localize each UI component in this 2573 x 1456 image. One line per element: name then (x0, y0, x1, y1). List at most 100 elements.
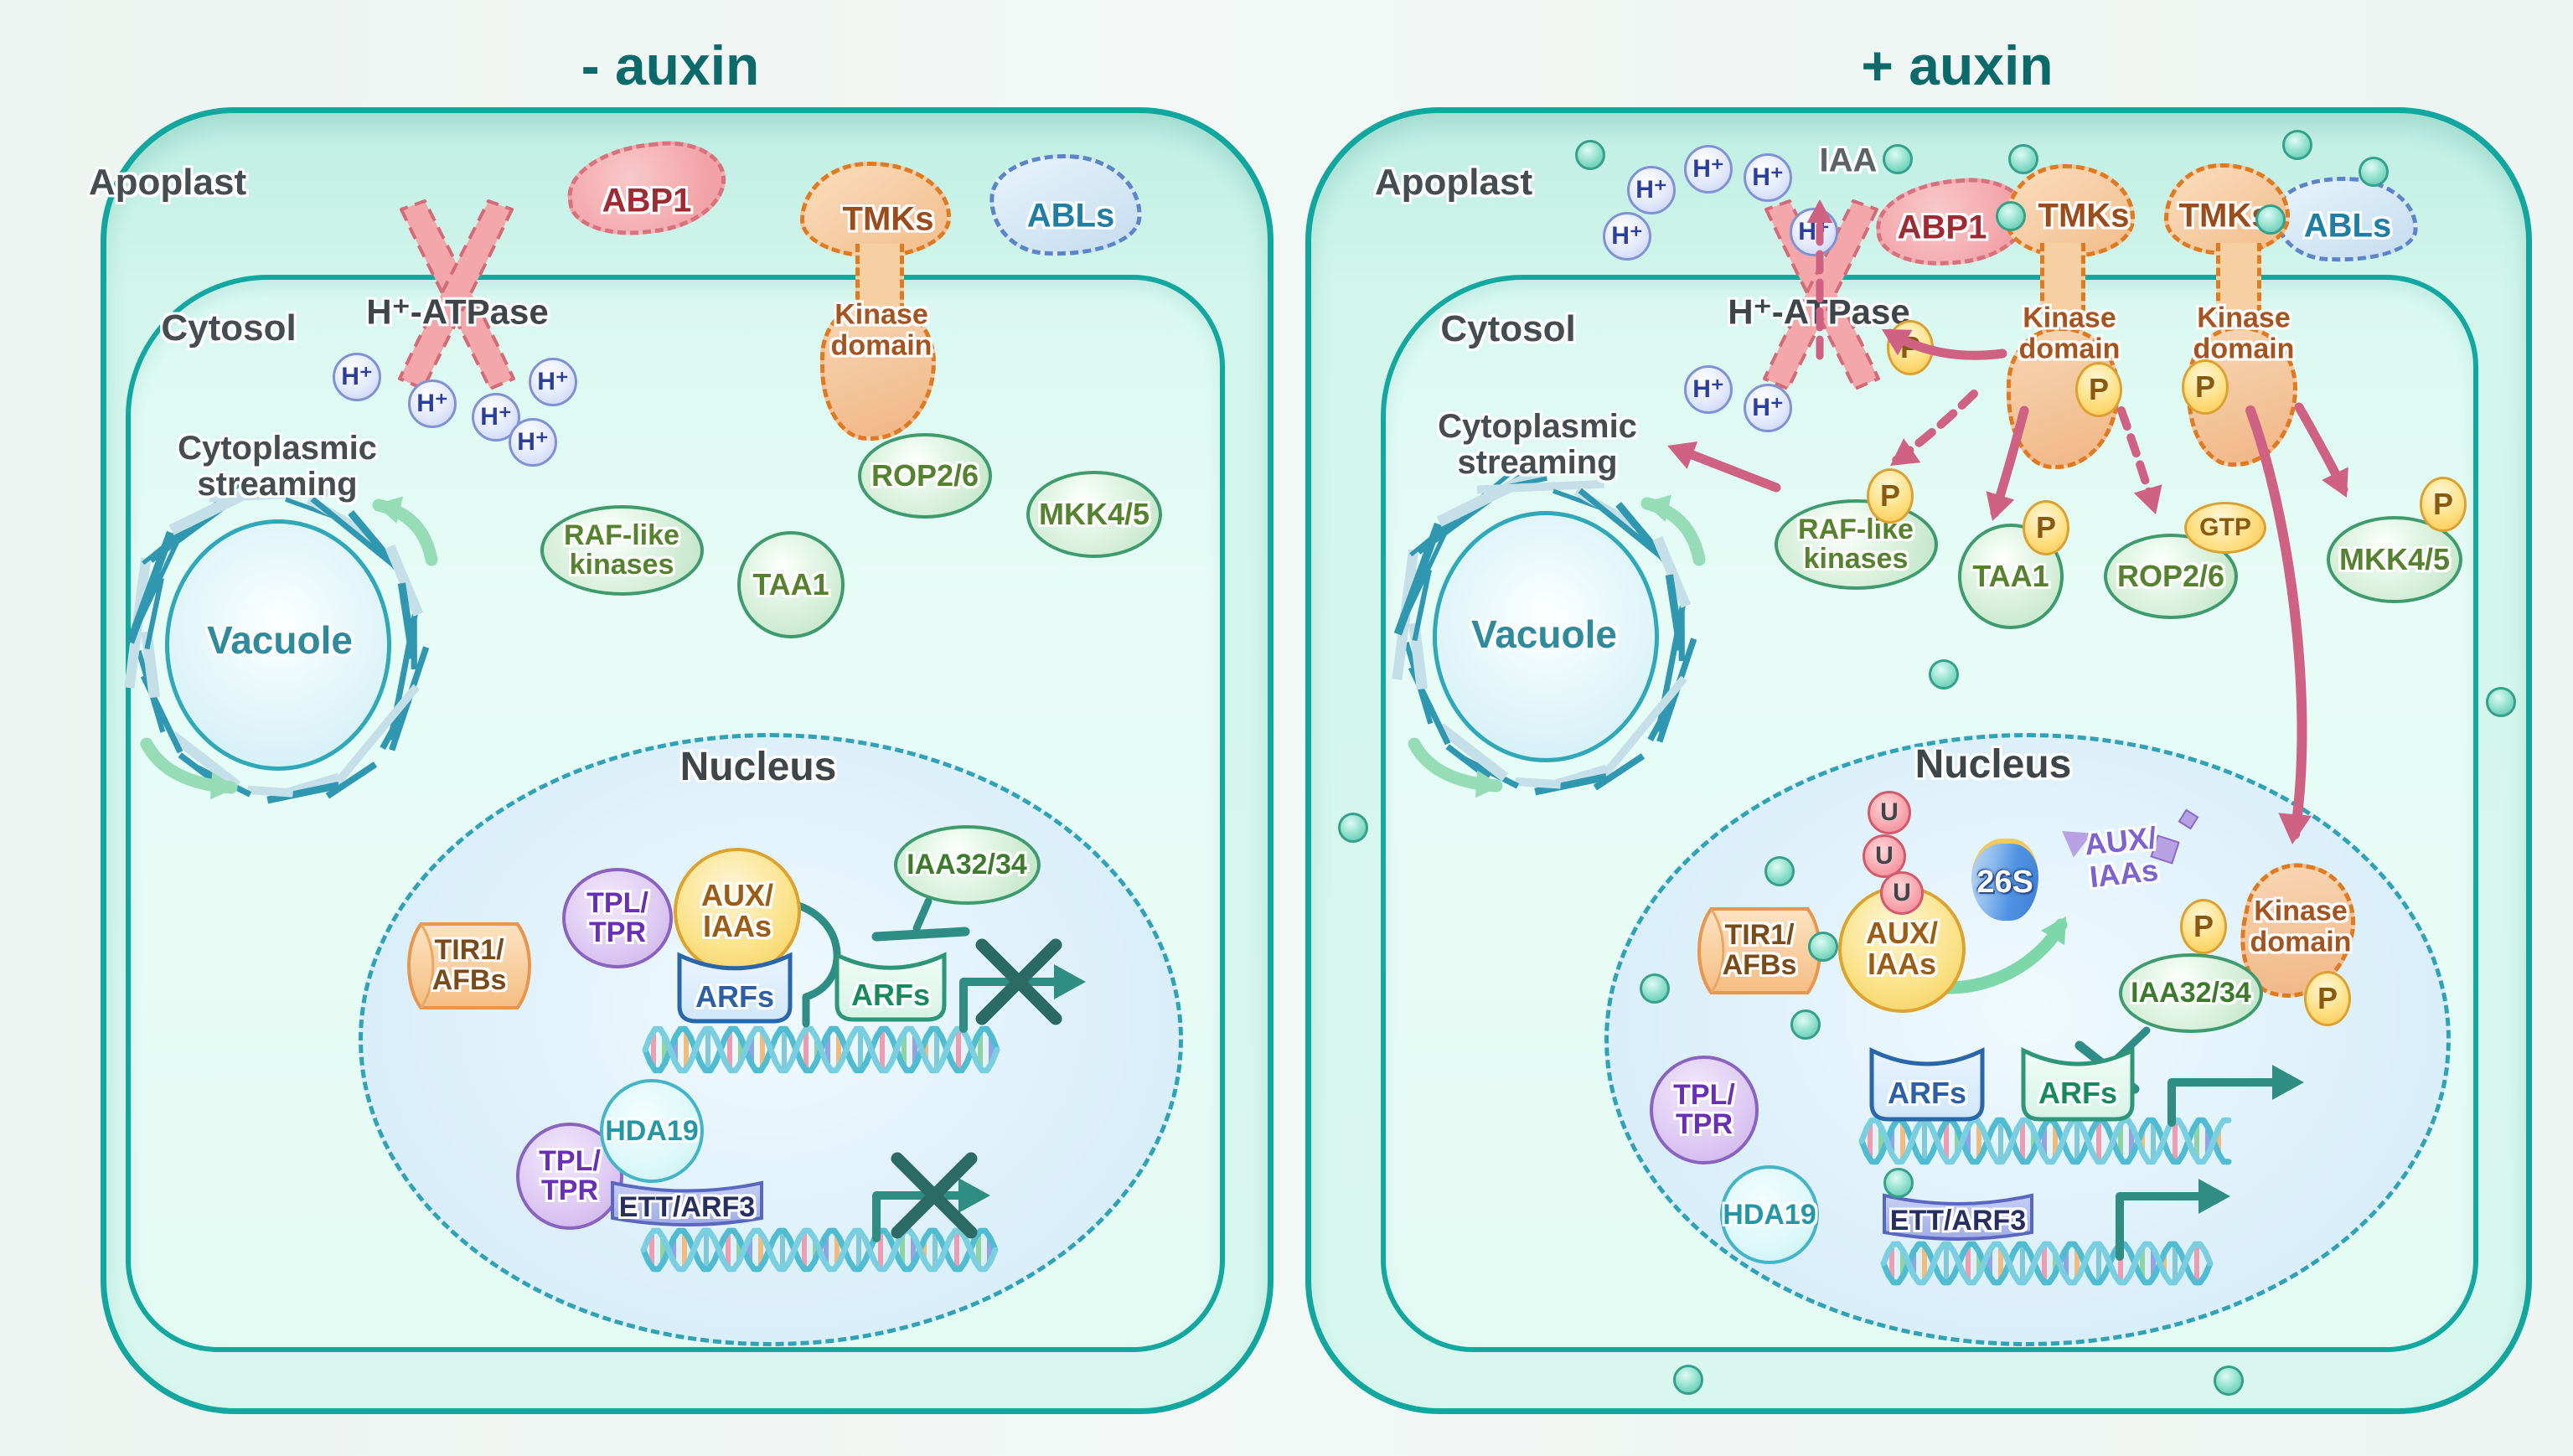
h-atpase-label-left: H⁺-ATPase (366, 292, 549, 332)
h-atpase-label-right: H⁺-ATPase (1728, 292, 1909, 331)
text-line: AUX/ (700, 878, 773, 913)
text-line: H⁺ (416, 389, 448, 417)
cytosol-label-left: Cytosol (161, 308, 296, 349)
phospho-badge-raf: P (1867, 468, 1914, 524)
text-line: Kinase (834, 298, 928, 331)
h-plus-ion: H⁺ (1684, 365, 1733, 414)
iaa-label: IAA (1820, 142, 1878, 178)
apoplast-label-left: Apoplast (89, 163, 246, 203)
taa1-left: TAA1 (737, 531, 845, 638)
text-line: H⁺ (1752, 393, 1784, 421)
text-line: Vacuole (207, 618, 353, 663)
tmks-label-right-1: TMKs (2038, 198, 2130, 234)
text-line: ABLs (2303, 207, 2392, 245)
text-line: TMKs (842, 200, 934, 238)
text-line: ETT/ARF3 (1889, 1205, 2027, 1237)
apoplast-label-right: Apoplast (1375, 163, 1532, 203)
arfs-active-right: ARFs (2020, 1039, 2136, 1123)
text-line: Cytosol (1440, 308, 1576, 350)
text-line: TMKs (2178, 197, 2271, 235)
text-line: streaming (197, 466, 358, 503)
h-plus-ion: H⁺ (1790, 208, 1838, 256)
text-line: P (1879, 478, 1900, 513)
text-line: ARFs (1887, 1076, 1966, 1111)
h-plus-ion: H⁺ (509, 418, 557, 467)
h-plus-ion: H⁺ (1744, 384, 1792, 432)
iaa-auxin-dot (1790, 1009, 1821, 1040)
text-line: U (1880, 798, 1899, 826)
h-plus-ion: H⁺ (1603, 212, 1651, 261)
tmks-label-left: TMKs (843, 201, 934, 237)
text-line: P (2088, 371, 2109, 406)
tir1-afbs-left: TIR1/AFBs (402, 920, 536, 1012)
mkk45-left: MKK4/5 (1026, 471, 1162, 558)
text-line: TPL/ (539, 1145, 601, 1178)
iaa32-34-left: IAA32/34 (893, 824, 1041, 905)
text-line: P (1899, 329, 1920, 364)
text-line: IAAs (702, 909, 772, 943)
text-line: H⁺ (341, 362, 373, 390)
text-line: TIR1/ (1724, 919, 1795, 952)
text-line: Cytoplasmic (1438, 407, 1637, 445)
text-line: TPL/ (586, 887, 648, 920)
text-line: TPL/ (1673, 1079, 1735, 1112)
phospho-badge-kinase1: P (2075, 362, 2122, 417)
text-line: Apoplast (1374, 162, 1533, 204)
text-line: H⁺ (517, 427, 549, 456)
text-line: streaming (1457, 444, 1618, 481)
phospho-badge-kinase-nucleus: P (2304, 971, 2351, 1026)
text-line: ARFs (695, 978, 774, 1014)
26s-proteasome: 26S (1971, 839, 2038, 921)
text-line: H⁺ (1692, 374, 1724, 403)
text-line: U (1875, 841, 1894, 870)
text-line: ROP2/6 (871, 457, 979, 493)
arfs-repressed-right: ARFs (1868, 1039, 1986, 1123)
iaa-auxin-dot (1640, 973, 1670, 1004)
h-plus-ion: H⁺ (1684, 145, 1733, 194)
nucleus-label-left: Nucleus (680, 746, 837, 789)
abls-label-right: ABLs (2304, 208, 2391, 244)
tmks-label-right-2: TMKs (2179, 198, 2271, 234)
text-line: AUX/ (1865, 916, 1938, 951)
text-line: Cytosol (161, 307, 297, 349)
tmks-kinase-domain-left (820, 300, 936, 441)
ubiquitin-2: U (1863, 834, 1906, 878)
text-line: H⁺-ATPase (366, 292, 549, 332)
gtp-badge-rop26: GTP (2184, 502, 2266, 554)
text-line: GTP (2199, 513, 2251, 541)
text-line: TIR1/ (434, 934, 504, 967)
abls-label-left: ABLs (1027, 198, 1114, 234)
minus-auxin-title: - auxin (581, 34, 760, 96)
text-line: TMKs (2038, 197, 2130, 235)
nucleus-region-left (359, 733, 1183, 1346)
text-line: U (1893, 878, 1911, 906)
text-line: AFBs (431, 964, 507, 996)
text-line: P (2035, 509, 2056, 545)
text-line: ROP2/6 (2116, 558, 2225, 593)
text-line: domain (2018, 333, 2121, 364)
ett-arf3-left: ETT/ARF3 (610, 1171, 764, 1231)
ett-arf3-right: ETT/ARF3 (1882, 1184, 2034, 1246)
text-line: TPR (589, 916, 646, 948)
iaa-auxin-dot (2486, 687, 2516, 717)
text-line: Cytoplasmic (178, 429, 377, 467)
tpl-tpr-left-top: TPL/TPR (562, 868, 673, 968)
text-line: IAA32/34 (907, 848, 1027, 880)
iaa-auxin-dot (1764, 856, 1795, 886)
text-line: AFBs (1722, 949, 1797, 981)
text-line: ARFs (850, 978, 930, 1013)
text-line: H⁺ (1692, 154, 1724, 183)
h-plus-ion: H⁺ (1744, 153, 1792, 202)
iaa-auxin-dot (1673, 1365, 1703, 1395)
text-line: Apoplast (88, 162, 247, 204)
iaa-auxin-dot (2255, 204, 2286, 235)
hda19-right: HDA19 (1720, 1165, 1819, 1264)
text-line: IAAs (1867, 947, 1937, 981)
text-line: Kinase (2254, 895, 2348, 927)
iaa-auxin-dot (1808, 932, 1838, 962)
